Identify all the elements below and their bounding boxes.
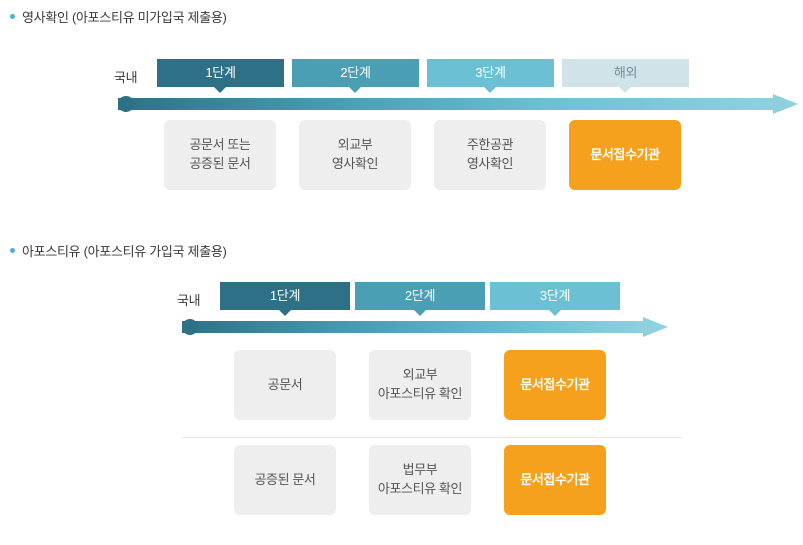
section-1-stage-1[interactable]: 1단계: [157, 59, 284, 87]
section-2-title: 아포스티유 (아포스티유 가입국 제출용): [22, 244, 227, 259]
section-1-stage-2[interactable]: 2단계: [292, 59, 419, 87]
section-2-arrow-origin-dot-icon: [182, 319, 198, 335]
section-2-stage-3[interactable]: 3단계: [490, 282, 620, 310]
section-1-stage-2-pointer-icon: [349, 87, 361, 93]
section-1-arrow-body: [118, 98, 773, 110]
section-2-stage-1[interactable]: 1단계: [220, 282, 350, 310]
section-2-arrow-body: [182, 321, 643, 333]
section-1-stage-3-pointer-icon: [484, 87, 496, 93]
section-1-domestic-label: 국내: [114, 70, 138, 85]
section-2-stage-2-pointer-icon: [414, 310, 426, 316]
section-2-bullet-icon: [10, 248, 15, 253]
section-1-title: 영사확인 (아포스티유 미가입국 제출용): [22, 10, 227, 25]
section-1-bullet-icon: [10, 14, 15, 19]
section-2-arrow-head-icon: [643, 317, 668, 337]
section-2-row-1-box-1[interactable]: 공문서: [234, 350, 336, 420]
section-1-arrow-origin-dot-icon: [118, 96, 134, 112]
section-1-box-1[interactable]: 공문서 또는 공증된 문서: [164, 120, 276, 190]
section-2-row-2-box-3[interactable]: 문서접수기관: [504, 445, 606, 515]
section-2-stage-1-pointer-icon: [279, 310, 291, 316]
section-1-stage-1-pointer-icon: [214, 87, 226, 93]
section-2-domestic-label: 국내: [177, 293, 201, 308]
section-1-box-3[interactable]: 주한공관 영사확인: [434, 120, 546, 190]
section-2-arrow: [182, 317, 682, 337]
section-2-stage-2[interactable]: 2단계: [355, 282, 485, 310]
section-1-box-4[interactable]: 문서접수기관: [569, 120, 681, 190]
section-2-row-2-box-2[interactable]: 법무부 아포스티유 확인: [369, 445, 471, 515]
section-2-stage-3-pointer-icon: [549, 310, 561, 316]
section-1-stage-4-pointer-icon: [619, 87, 631, 93]
section-1-arrow-head-icon: [773, 94, 798, 114]
section-2-row-2-box-1[interactable]: 공증된 문서: [234, 445, 336, 515]
section-1-stage-4[interactable]: 해외: [562, 59, 689, 87]
section-1-stage-3[interactable]: 3단계: [427, 59, 554, 87]
section-2-row-divider: [182, 437, 682, 438]
section-2-row-1-box-3[interactable]: 문서접수기관: [504, 350, 606, 420]
section-1-arrow: [118, 94, 798, 114]
section-1-box-2[interactable]: 외교부 영사확인: [299, 120, 411, 190]
section-2-row-1-box-2[interactable]: 외교부 아포스티유 확인: [369, 350, 471, 420]
